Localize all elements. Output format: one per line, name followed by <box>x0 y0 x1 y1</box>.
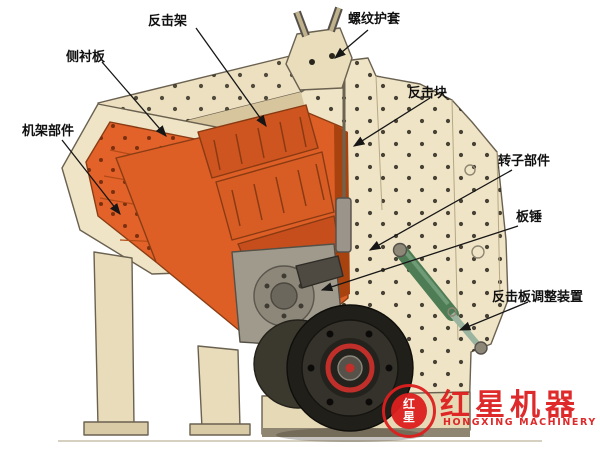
label-impact-plate-adjuster: 反击板调整装置 <box>492 290 584 305</box>
watermark-brand: 红星机器 <box>440 388 580 423</box>
leader-line-blow-bar <box>320 225 519 292</box>
left-foot <box>83 421 149 436</box>
flywheel <box>286 304 414 432</box>
leader-line-rotor-parts <box>368 169 513 251</box>
impact-curtain-upper <box>197 104 319 179</box>
label-rotor-parts: 转子部件 <box>498 154 551 169</box>
label-impact-block: 反击块 <box>408 86 448 101</box>
watermark-brand-en: HONGXING MACHINERY <box>443 417 597 428</box>
watermark-logo-characters: 红 星 <box>391 393 427 429</box>
left-leg <box>93 251 135 427</box>
label-frame-parts: 机架部件 <box>22 124 75 139</box>
watermark-logo: 红 星 <box>382 384 436 438</box>
mid-foot <box>189 423 251 436</box>
leader-line-impact-frame <box>195 27 267 128</box>
leader-line-impact-plate-adjuster <box>458 301 529 331</box>
leader-line-frame-parts <box>61 139 121 216</box>
label-blow-bar: 板锤 <box>516 210 543 225</box>
label-side-liner: 侧衬板 <box>66 50 106 65</box>
wheel-shadow <box>276 428 424 442</box>
leader-line-thread-sleeve <box>334 29 369 59</box>
leader-line-side-liner <box>101 61 167 137</box>
mid-leg <box>197 345 241 429</box>
label-thread-sleeve: 螺纹护套 <box>348 12 401 27</box>
blow-bar-part <box>295 255 344 289</box>
center-cylinder <box>335 197 352 253</box>
adjusting-cylinder <box>392 242 488 355</box>
impact-curtain-lower <box>215 151 335 241</box>
bolt-assembly <box>285 6 353 91</box>
label-impact-frame: 反击架 <box>148 14 188 29</box>
leader-line-impact-block <box>352 97 431 147</box>
